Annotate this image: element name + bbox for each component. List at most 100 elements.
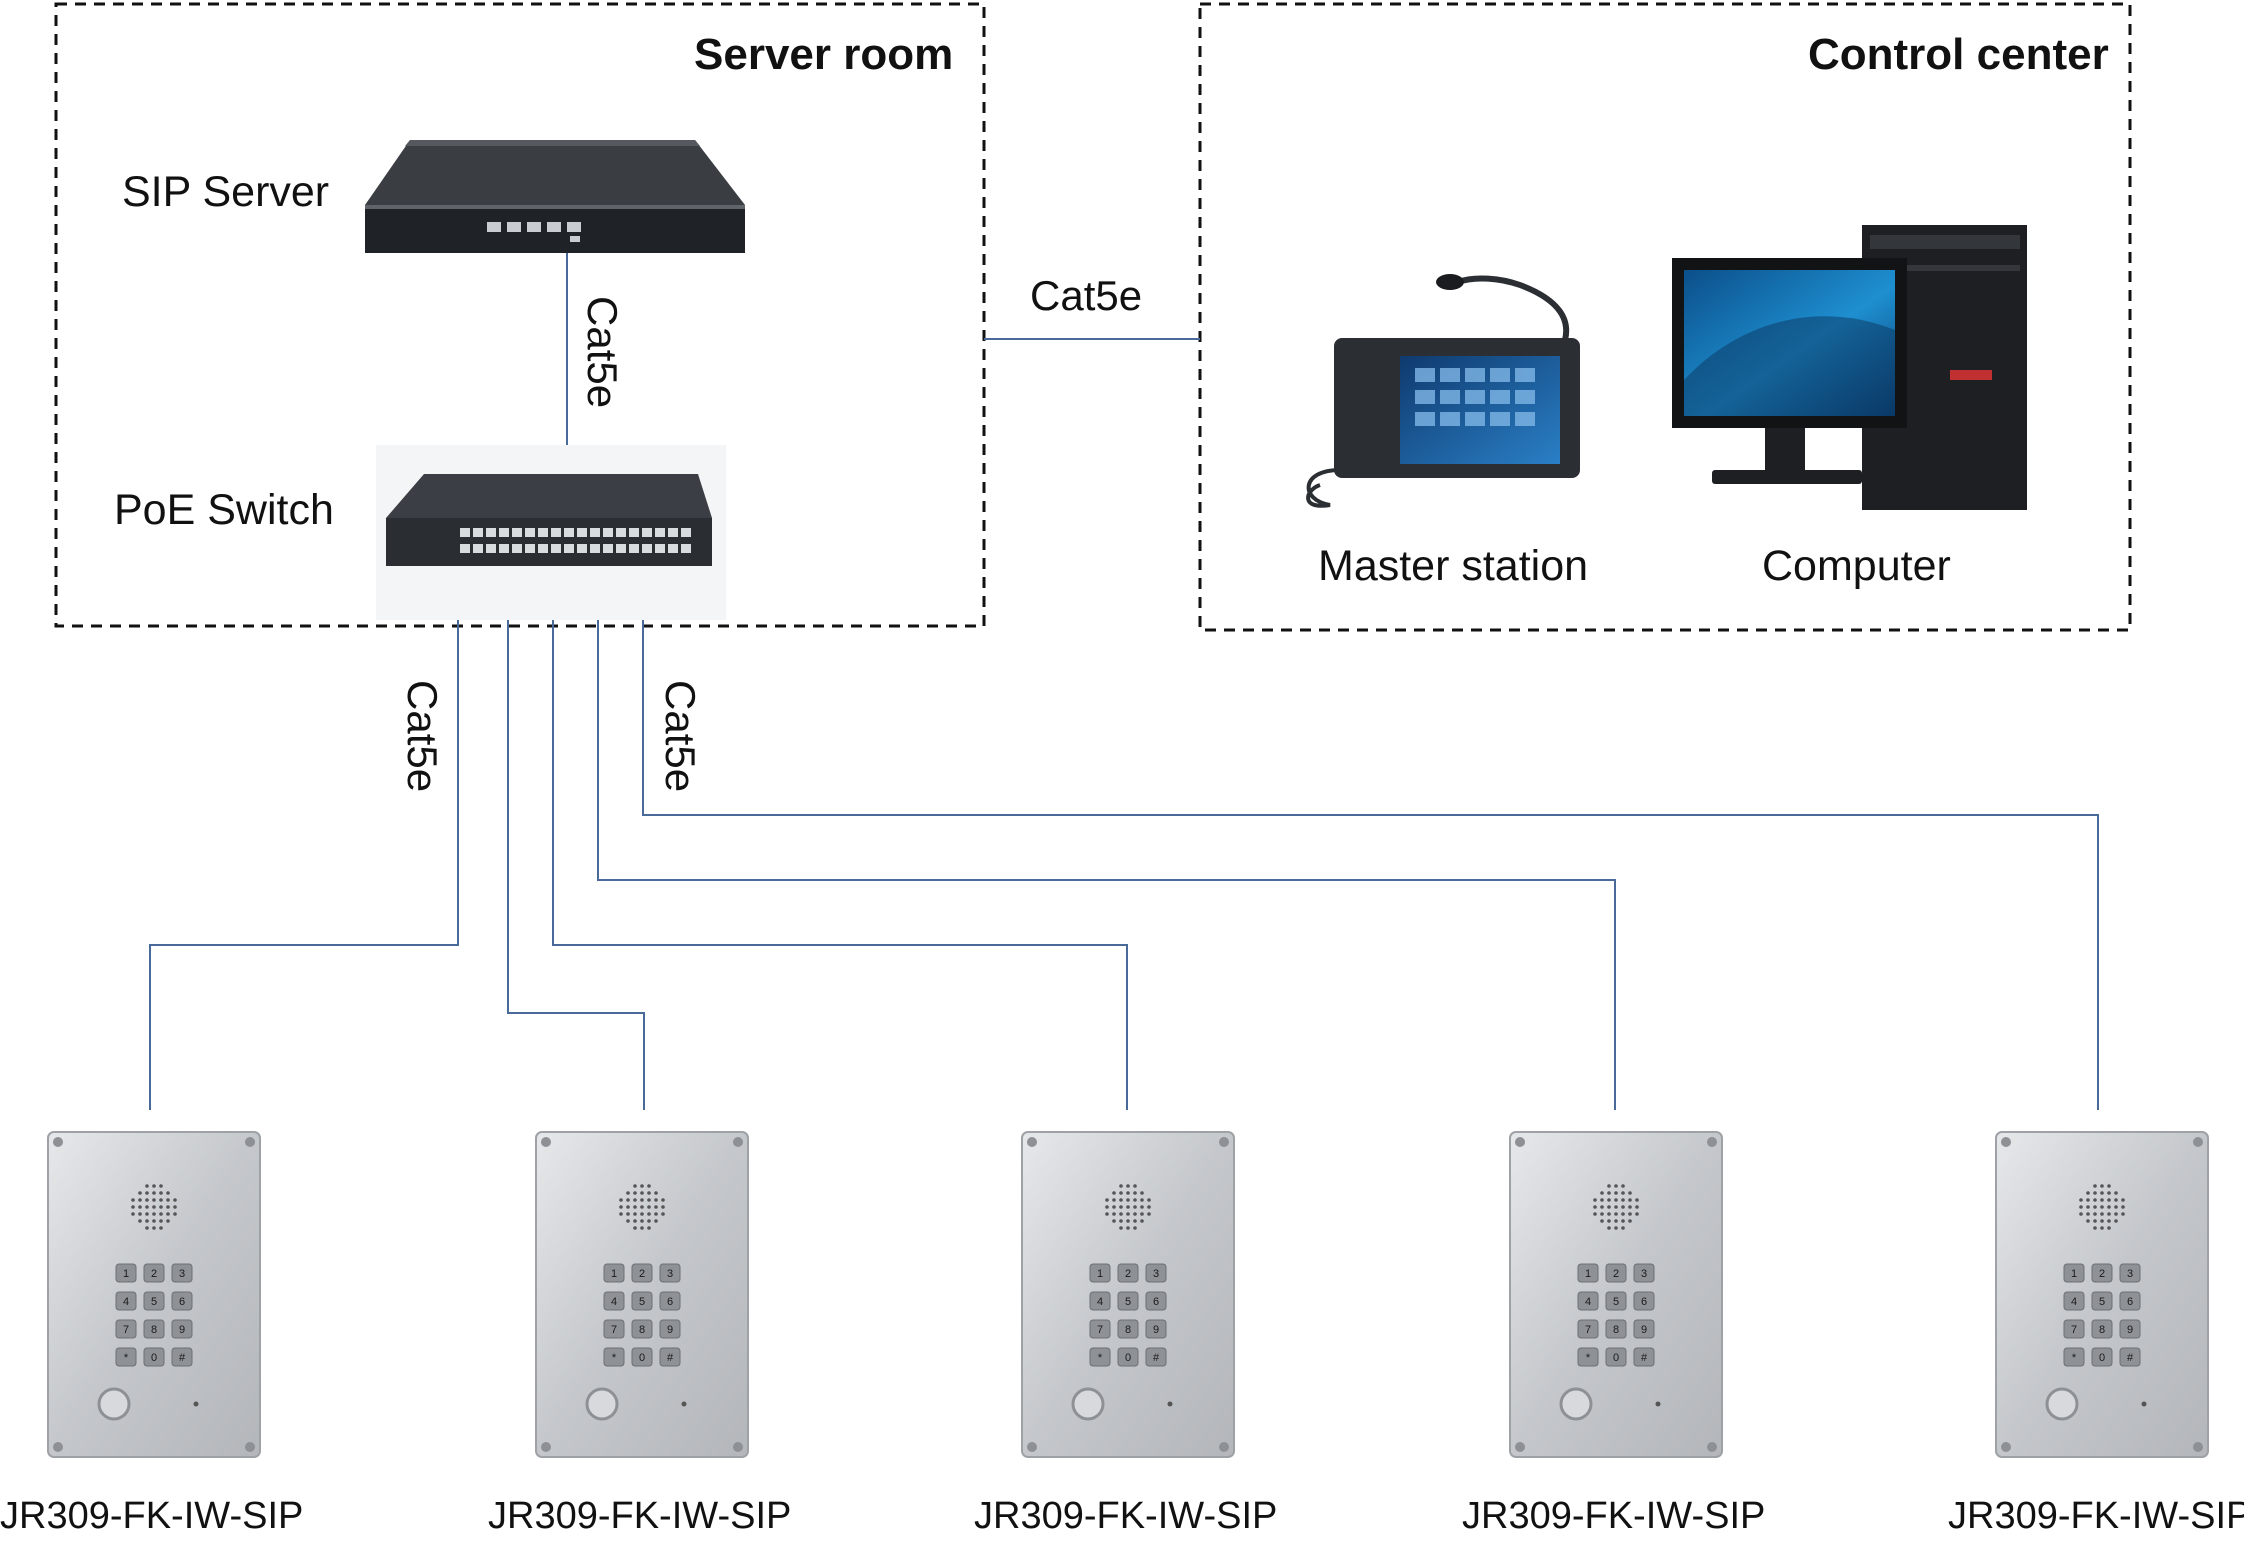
control-center-zone [1198, 2, 2132, 632]
svg-text:6: 6 [1641, 1296, 1647, 1308]
cable-phone-3 [552, 557, 1128, 1110]
svg-text:3: 3 [179, 1268, 185, 1280]
svg-text:2: 2 [2099, 1268, 2105, 1280]
svg-text:6: 6 [2127, 1296, 2133, 1308]
keypad-key: 0 [2091, 1347, 2113, 1367]
keypad-key: * [603, 1347, 625, 1367]
keypad-key: 5 [1117, 1291, 1139, 1311]
cable-phone-4 [597, 557, 1616, 1110]
keypad-key: 6 [2119, 1291, 2141, 1311]
phone-label-3: JR309-FK-IW-SIP [974, 1495, 1278, 1537]
svg-text:5: 5 [151, 1296, 157, 1308]
svg-text:9: 9 [1153, 1324, 1159, 1336]
cables [149, 250, 2099, 1110]
svg-text:6: 6 [1153, 1296, 1159, 1308]
svg-text:7: 7 [1585, 1324, 1591, 1336]
svg-text:#: # [2127, 1352, 2134, 1364]
svg-text:3: 3 [2127, 1268, 2133, 1280]
svg-text:6: 6 [667, 1296, 673, 1308]
keypad-key: 9 [1145, 1319, 1167, 1339]
keypad-key: # [2119, 1347, 2141, 1367]
svg-text:0: 0 [151, 1352, 157, 1364]
svg-text:3: 3 [1153, 1268, 1159, 1280]
keypad-key: 9 [2119, 1319, 2141, 1339]
keypad-key: 0 [1117, 1347, 1139, 1367]
svg-text:9: 9 [2127, 1324, 2133, 1336]
keypad-key: 5 [1605, 1291, 1627, 1311]
svg-text:8: 8 [1613, 1324, 1619, 1336]
computer-icon [1672, 225, 2027, 510]
svg-text:2: 2 [1125, 1268, 1131, 1280]
microphone-icon [2141, 1401, 2147, 1407]
keypad-key: 1 [1577, 1263, 1599, 1283]
keypad-key: 4 [1089, 1291, 1111, 1311]
svg-text:#: # [1153, 1352, 1160, 1364]
microphone-icon [1655, 1401, 1661, 1407]
svg-text:4: 4 [611, 1296, 617, 1308]
server-room-zone [54, 2, 986, 628]
svg-text:5: 5 [1613, 1296, 1619, 1308]
speaker-grille-icon [2079, 1184, 2125, 1230]
speaker-grille-icon [1105, 1184, 1151, 1230]
svg-text:*: * [124, 1352, 129, 1364]
svg-text:2: 2 [151, 1268, 157, 1280]
keypad-key: 6 [659, 1291, 681, 1311]
phone-label-4: JR309-FK-IW-SIP [1462, 1495, 1766, 1537]
keypad-key: 2 [631, 1263, 653, 1283]
keypad-key: # [659, 1347, 681, 1367]
keypad-key: # [1145, 1347, 1167, 1367]
svg-text:0: 0 [639, 1352, 645, 1364]
keypad-key: 5 [631, 1291, 653, 1311]
svg-text:#: # [179, 1352, 186, 1364]
poe-switch-label: PoE Switch [114, 486, 334, 534]
svg-text:3: 3 [667, 1268, 673, 1280]
call-button-icon [97, 1387, 131, 1421]
svg-text:7: 7 [611, 1324, 617, 1336]
microphone-icon [193, 1401, 199, 1407]
svg-text:*: * [1098, 1352, 1103, 1364]
keypad-key: 3 [1633, 1263, 1655, 1283]
keypad-key: 4 [115, 1291, 137, 1311]
keypad-key: 5 [143, 1291, 165, 1311]
keypad-key: 5 [2091, 1291, 2113, 1311]
keypad-key: 2 [143, 1263, 165, 1283]
computer-label: Computer [1762, 542, 1951, 590]
call-button-icon [1559, 1387, 1593, 1421]
svg-text:4: 4 [123, 1296, 129, 1308]
keypad-key: 7 [1089, 1319, 1111, 1339]
call-button-icon [585, 1387, 619, 1421]
keypad-key: 3 [1145, 1263, 1167, 1283]
cable-label-server-control: Cat5e [1030, 272, 1143, 319]
keypad-key: 4 [2063, 1291, 2085, 1311]
svg-text:6: 6 [179, 1296, 185, 1308]
keypad-key: 0 [631, 1347, 653, 1367]
svg-text:9: 9 [1641, 1324, 1647, 1336]
svg-text:*: * [612, 1352, 617, 1364]
keypad-key: 3 [2119, 1263, 2141, 1283]
svg-text:0: 0 [2099, 1352, 2105, 1364]
sip-server-icon [365, 140, 745, 253]
microphone-icon [1167, 1401, 1173, 1407]
svg-text:*: * [2072, 1352, 2077, 1364]
phone-label-5: JR309-FK-IW-SIP [1948, 1495, 2244, 1537]
svg-text:1: 1 [2071, 1268, 2077, 1280]
keypad-key: 6 [171, 1291, 193, 1311]
keypad-key: 8 [1605, 1319, 1627, 1339]
keypad-key: 1 [603, 1263, 625, 1283]
speaker-grille-icon [619, 1184, 665, 1230]
keypad-key: 7 [115, 1319, 137, 1339]
keypad-key: 3 [659, 1263, 681, 1283]
keypad-key: * [1089, 1347, 1111, 1367]
master-station-icon [1306, 274, 1580, 508]
svg-text:8: 8 [2099, 1324, 2105, 1336]
svg-text:1: 1 [1097, 1268, 1103, 1280]
keypad-key: * [2063, 1347, 2085, 1367]
svg-text:7: 7 [2071, 1324, 2077, 1336]
svg-text:4: 4 [1097, 1296, 1103, 1308]
keypad-key: 1 [115, 1263, 137, 1283]
cable-phone-5 [642, 557, 2099, 1110]
svg-text:4: 4 [1585, 1296, 1591, 1308]
